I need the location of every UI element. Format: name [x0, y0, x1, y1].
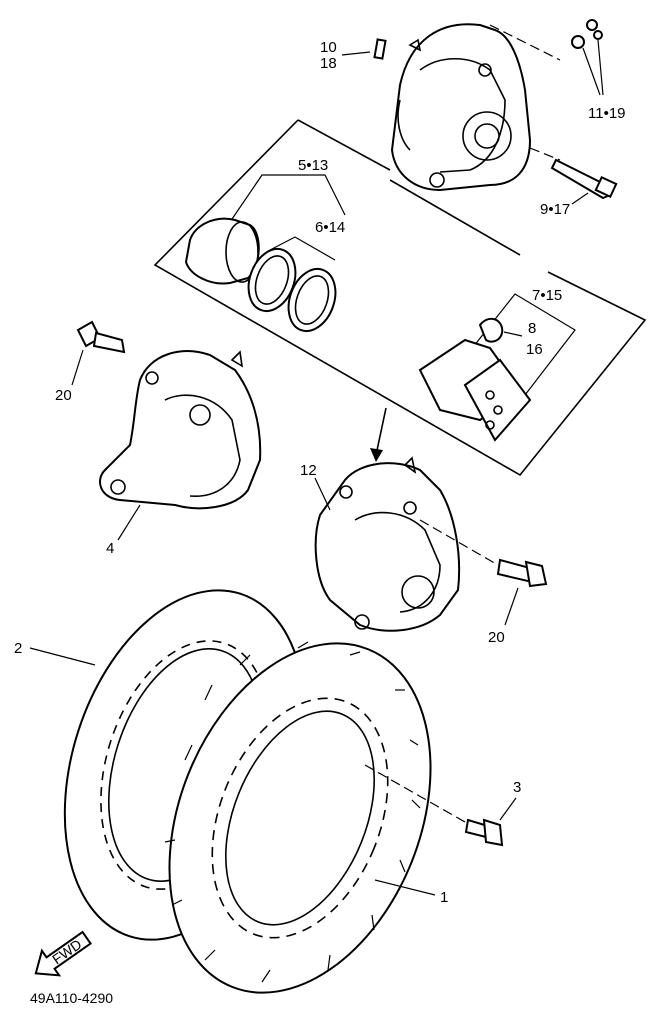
- forward-arrow-icon: FWD: [34, 930, 92, 977]
- right-caliper: [314, 456, 461, 632]
- bleed-cap-icon: [571, 19, 603, 49]
- callout-4: 4: [106, 540, 114, 557]
- callout-6-14: 6•14: [315, 219, 345, 236]
- disc-bolt-icon: [464, 818, 504, 847]
- bleed-screw-icon: [373, 38, 387, 60]
- diagram-code: 49A110-4290: [30, 990, 113, 1006]
- callout-2: 2: [14, 640, 22, 657]
- brake-pad-icon: [418, 338, 532, 442]
- callout-20-top: 20: [55, 387, 72, 404]
- upper-caliper: [390, 23, 532, 192]
- callout-10: 10: [320, 39, 337, 56]
- callout-11-19: 11•19: [588, 105, 626, 122]
- mounting-bolt-icon: [76, 320, 126, 354]
- mounting-bolt-icon-right: [496, 558, 548, 588]
- callout-20-right: 20: [488, 629, 505, 646]
- callout-12: 12: [300, 462, 317, 479]
- callout-9-17: 9•17: [540, 201, 570, 218]
- exploded-view-outline: [153, 119, 647, 477]
- caliper-pin-icon: [550, 158, 618, 200]
- callout-8: 8: [528, 320, 536, 337]
- callout-18: 18: [320, 55, 337, 72]
- callout-16: 16: [526, 341, 543, 358]
- brake-disc-front: [164, 641, 432, 994]
- callout-3: 3: [513, 779, 521, 796]
- callout-7-15: 7•15: [532, 287, 562, 304]
- piston-seal-icon: [247, 248, 337, 332]
- arrow-down-icon: [370, 448, 383, 462]
- callout-1: 1: [440, 889, 448, 906]
- pad-spring-icon: [478, 317, 504, 343]
- axis-line-upper: [489, 24, 561, 61]
- piston-icon: [184, 217, 260, 285]
- left-caliper: [99, 350, 262, 510]
- callout-5-13: 5•13: [298, 157, 328, 174]
